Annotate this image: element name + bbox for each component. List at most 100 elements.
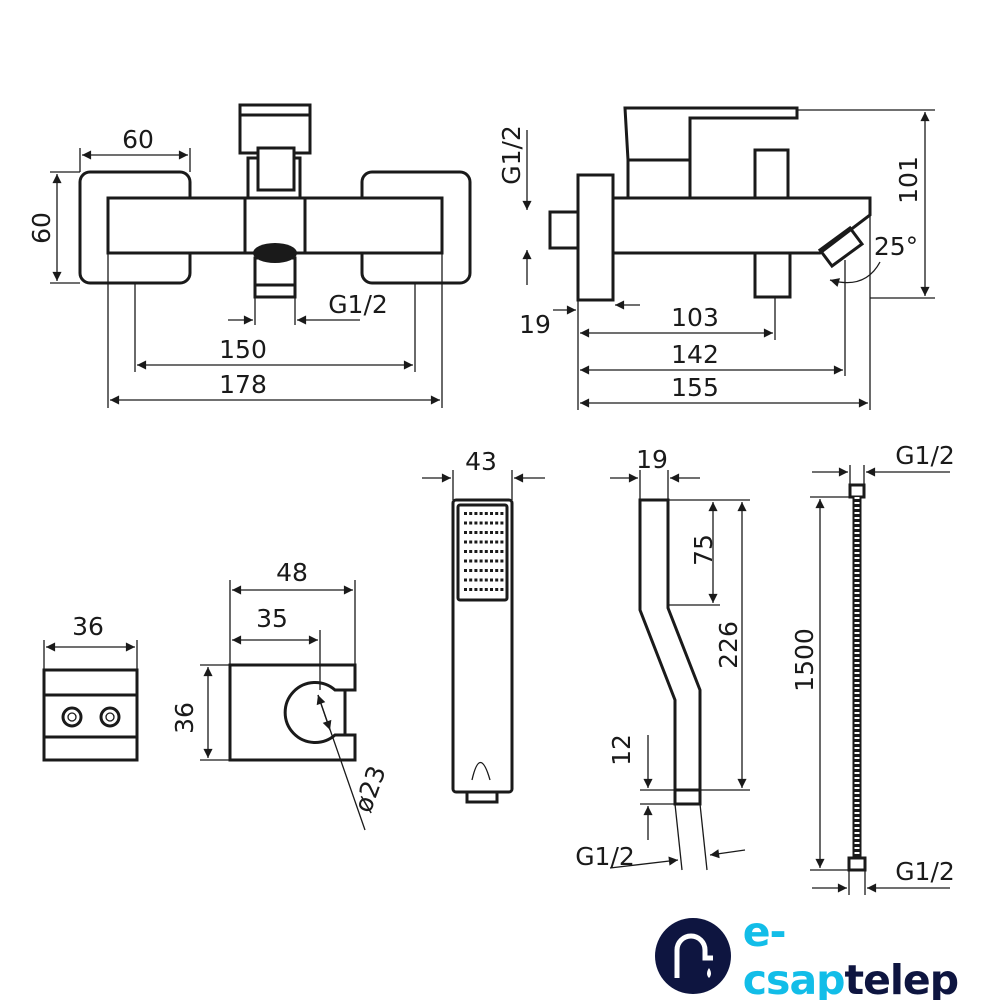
nozzle	[495, 550, 499, 553]
nozzle	[490, 550, 493, 553]
nozzle	[490, 512, 493, 515]
nozzle	[500, 569, 504, 572]
nozzle	[484, 531, 488, 534]
dim-height: 101	[894, 156, 923, 204]
nozzle	[500, 531, 504, 534]
dim-head-length: 75	[689, 534, 718, 566]
nozzle	[479, 569, 483, 572]
nozzle	[469, 569, 473, 572]
nozzle	[484, 559, 488, 563]
wall-bracket: 36	[42, 612, 139, 762]
nozzle	[500, 588, 504, 591]
dim-holder-height: 36	[170, 702, 199, 734]
logo-text-part1: e-csap	[742, 908, 846, 1000]
dim-total-length: 226	[714, 621, 743, 669]
nozzle	[469, 512, 473, 515]
nozzle	[469, 559, 473, 563]
nozzle	[484, 569, 488, 572]
hand-shower-front: 43	[422, 447, 545, 804]
nozzle	[474, 550, 478, 553]
dim-outlet-offset: 103	[671, 303, 719, 332]
dim-total-depth: 155	[671, 373, 719, 402]
dim-hose-bottom-connection: G1/2	[895, 857, 955, 886]
nozzle	[464, 559, 467, 563]
dim-holder-width: 48	[276, 558, 308, 587]
nozzle	[464, 550, 467, 553]
nozzle	[464, 540, 467, 544]
nozzle	[490, 531, 493, 534]
dim-plate-width: 60	[122, 125, 154, 154]
dim-front-connection: G1/2	[328, 290, 388, 319]
dim-inlet: G1/2	[497, 125, 526, 185]
dim-shower-width: 43	[465, 447, 497, 476]
nozzle	[484, 540, 488, 544]
nozzle	[479, 588, 483, 591]
nozzle	[500, 550, 504, 553]
dim-plate-height: 60	[27, 212, 56, 244]
faucet-logo-icon	[655, 918, 731, 994]
nozzle	[469, 578, 473, 582]
dim-hose-length: 1500	[790, 628, 819, 692]
nozzle	[484, 578, 488, 582]
nozzle	[479, 550, 483, 553]
nozzle	[490, 559, 493, 563]
nozzle	[469, 588, 473, 591]
hand-shower-side: 19 75 226 12 G1/2	[575, 445, 750, 871]
dim-thread-length: 12	[607, 734, 636, 766]
nozzle	[500, 559, 504, 563]
nozzle	[464, 512, 467, 515]
nozzle	[479, 559, 483, 563]
dim-holder-inner-width: 35	[256, 604, 288, 633]
dim-shower-depth: 19	[636, 445, 668, 474]
nozzle	[495, 569, 499, 572]
nozzle	[495, 531, 499, 534]
nozzle	[474, 512, 478, 515]
nozzle	[469, 550, 473, 553]
nozzle	[464, 588, 467, 591]
nozzle	[474, 578, 478, 582]
nozzle	[490, 569, 493, 572]
nozzle	[474, 588, 478, 591]
nozzle	[484, 550, 488, 553]
dim-spout-start: 142	[671, 340, 719, 369]
nozzle	[479, 531, 483, 534]
nozzle	[479, 512, 483, 515]
nozzle	[495, 521, 499, 525]
nozzle	[495, 512, 499, 515]
nozzle	[490, 521, 493, 525]
brand-logo[interactable]: e-csaptelep	[655, 908, 1000, 1000]
nozzle	[479, 578, 483, 582]
nozzle	[500, 578, 504, 582]
nozzle	[479, 521, 483, 525]
dim-plate-depth: 19	[519, 310, 551, 339]
nozzle	[495, 588, 499, 591]
front-view: 60 60 G1/2 150 178	[27, 103, 472, 408]
nozzle	[495, 559, 499, 563]
nozzle	[474, 540, 478, 544]
dim-holder-diameter: ø23	[348, 762, 391, 816]
nozzle	[490, 540, 493, 544]
dim-center-distance: 150	[219, 335, 267, 364]
nozzle	[484, 588, 488, 591]
hose: 1500 G1/2 G1/2	[790, 441, 955, 895]
dim-hose-top-connection: G1/2	[895, 441, 955, 470]
shower-holder: 48 35 36 ø23	[170, 558, 392, 831]
nozzle	[500, 540, 504, 544]
nozzle	[464, 521, 467, 525]
nozzle	[464, 569, 467, 572]
dim-bracket-width: 36	[72, 612, 104, 641]
nozzle	[474, 569, 478, 572]
logo-text-part2: telep	[844, 956, 959, 1000]
dim-spout-angle: 25°	[874, 232, 918, 261]
nozzle	[484, 521, 488, 525]
nozzle	[469, 521, 473, 525]
nozzle	[495, 578, 499, 582]
nozzle	[469, 531, 473, 534]
nozzle	[484, 512, 488, 515]
nozzle	[479, 540, 483, 544]
nozzle	[500, 512, 504, 515]
nozzle	[464, 531, 467, 534]
nozzle	[474, 531, 478, 534]
